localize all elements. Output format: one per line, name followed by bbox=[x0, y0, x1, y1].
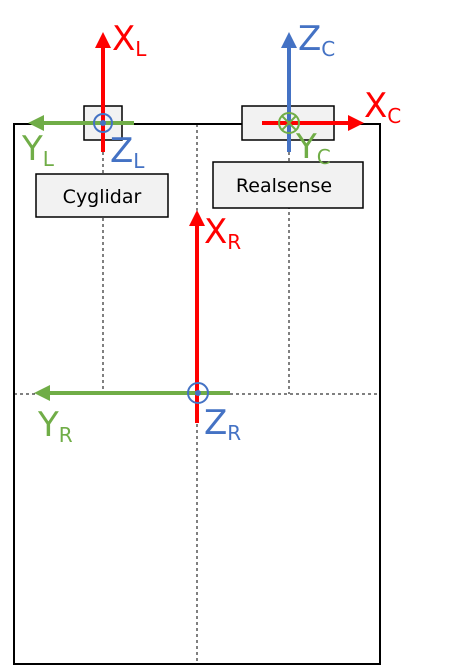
lidar-z-axis-label: ZL bbox=[110, 131, 145, 173]
camera-x-axis-label: XC bbox=[364, 86, 401, 128]
robot-z-out-of-page-icon bbox=[187, 382, 209, 404]
lidar-z-out-of-page-icon bbox=[93, 113, 113, 133]
camera-y-axis-label: YC bbox=[295, 127, 331, 169]
camera-y-into-page-icon bbox=[278, 112, 300, 134]
robot-y-axis-label: YR bbox=[37, 405, 73, 447]
robot-x-axis-label: XR bbox=[204, 212, 241, 254]
camera-label: Realsense bbox=[236, 175, 332, 197]
camera-z-axis-label: ZC bbox=[298, 19, 335, 61]
lidar-label: Cyglidar bbox=[63, 186, 142, 208]
lidar-x-axis-label: XL bbox=[112, 19, 147, 61]
lidar-y-axis-label: YL bbox=[21, 129, 55, 171]
robot-z-axis-label: ZR bbox=[204, 403, 241, 445]
lidar-label-box bbox=[35, 173, 169, 218]
camera-label-box bbox=[212, 161, 364, 209]
